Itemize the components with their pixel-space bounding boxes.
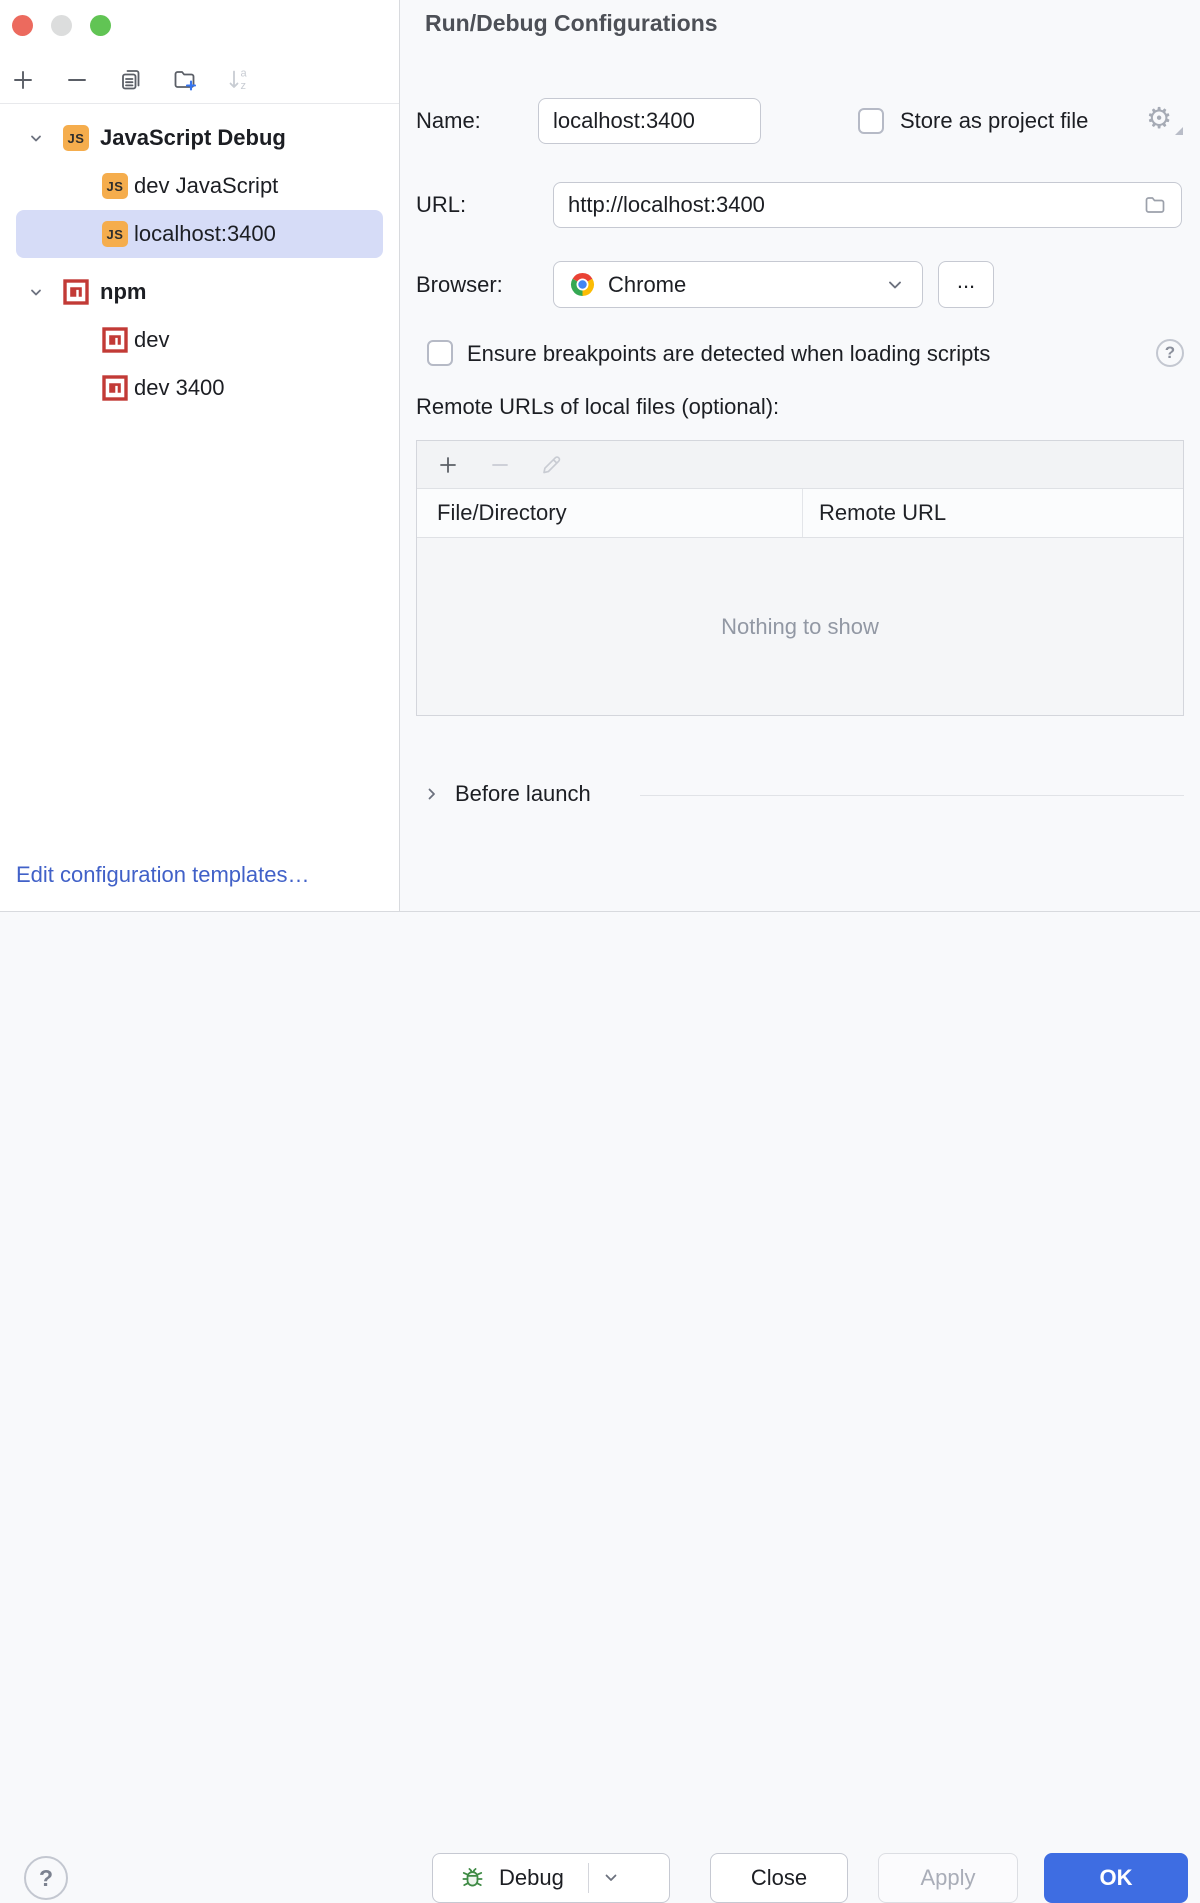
browser-selected-value: Chrome xyxy=(608,271,687,297)
chrome-icon xyxy=(570,272,595,297)
name-input[interactable] xyxy=(539,99,760,143)
browser-more-button[interactable]: ... xyxy=(938,261,994,308)
remote-urls-label: Remote URLs of local files (optional): xyxy=(416,394,780,419)
new-folder-icon[interactable] xyxy=(170,65,200,95)
before-launch-section[interactable]: Before launch xyxy=(455,781,591,806)
svg-text:z: z xyxy=(241,80,247,92)
bug-icon xyxy=(459,1865,486,1892)
javascript-icon: JS xyxy=(102,221,128,247)
tree-item-label: JavaScript Debug xyxy=(100,125,286,150)
help-question-icon[interactable]: ? xyxy=(1156,339,1184,367)
tree-item-javascript-debug[interactable]: JS JavaScript Debug xyxy=(0,114,399,162)
browser-label: Browser: xyxy=(416,272,503,297)
tree-item-localhost-3400-selected[interactable]: JS localhost:3400 xyxy=(16,210,383,258)
ensure-breakpoints-checkbox[interactable] xyxy=(427,340,453,366)
chevron-down-icon[interactable] xyxy=(27,283,45,301)
folder-browse-icon[interactable] xyxy=(1143,193,1167,217)
column-header-file-directory: File/Directory xyxy=(417,489,803,537)
column-header-remote-url: Remote URL xyxy=(819,500,947,525)
tree-item-label: npm xyxy=(100,279,147,304)
tree-item-label: dev xyxy=(134,327,170,352)
svg-text:a: a xyxy=(241,68,248,80)
npm-icon xyxy=(63,279,89,305)
name-label: Name: xyxy=(416,108,481,133)
table-toolbar xyxy=(417,441,1183,489)
chevron-down-icon xyxy=(884,274,906,296)
window-minimize-button[interactable] xyxy=(51,15,72,36)
copy-configuration-icon[interactable] xyxy=(116,65,146,95)
window-zoom-button[interactable] xyxy=(90,15,111,36)
browser-select[interactable]: Chrome xyxy=(553,261,923,308)
window-close-button[interactable] xyxy=(12,15,33,36)
npm-icon xyxy=(102,327,128,353)
add-configuration-icon[interactable] xyxy=(8,65,38,95)
remote-urls-table: File/Directory Remote URL Nothing to sho… xyxy=(416,440,1184,716)
apply-button: Apply xyxy=(878,1853,1018,1903)
edit-configuration-templates-link[interactable]: Edit configuration templates… xyxy=(16,862,310,887)
store-as-project-file-checkbox[interactable] xyxy=(858,108,884,134)
ok-button[interactable]: OK xyxy=(1044,1853,1188,1903)
gear-icon[interactable]: ⚙ xyxy=(1146,102,1183,136)
store-as-project-file-label: Store as project file xyxy=(900,108,1089,133)
dialog-title: Run/Debug Configurations xyxy=(425,10,718,36)
ensure-breakpoints-label: Ensure breakpoints are detected when loa… xyxy=(467,341,991,366)
javascript-icon: JS xyxy=(102,173,128,199)
chevron-down-icon[interactable] xyxy=(589,1868,633,1888)
help-button[interactable]: ? xyxy=(24,1856,68,1900)
debug-button-label: Debug xyxy=(499,1865,564,1890)
table-empty-state: Nothing to show xyxy=(417,538,1183,715)
tree-item-label: localhost:3400 xyxy=(134,221,276,246)
chevron-down-icon[interactable] xyxy=(27,129,45,147)
empty-state-text: Nothing to show xyxy=(721,613,879,639)
dialog-footer: ? Debug Close Apply OK xyxy=(0,911,1200,1903)
configurations-tree: JS JavaScript Debug JS dev JavaScript JS… xyxy=(0,114,399,412)
remove-configuration-icon[interactable] xyxy=(62,65,92,95)
tree-item-label: dev JavaScript xyxy=(134,173,279,198)
tree-item-dev-javascript[interactable]: JS dev JavaScript xyxy=(0,162,399,210)
tree-item-npm[interactable]: npm xyxy=(0,268,399,316)
edit-pencil-icon xyxy=(539,452,565,478)
url-label: URL: xyxy=(416,192,467,217)
url-input[interactable] xyxy=(554,183,1143,227)
debug-split-button[interactable]: Debug xyxy=(432,1853,670,1903)
javascript-icon: JS xyxy=(63,125,89,151)
npm-icon xyxy=(102,375,128,401)
chevron-right-icon[interactable] xyxy=(423,785,441,803)
close-button[interactable]: Close xyxy=(710,1853,848,1903)
table-header-row: File/Directory Remote URL xyxy=(417,489,1183,538)
remove-row-icon xyxy=(487,452,513,478)
tree-item-label: dev 3400 xyxy=(134,375,225,400)
tree-item-dev-3400[interactable]: dev 3400 xyxy=(0,364,399,412)
section-divider xyxy=(640,795,1184,796)
add-row-icon[interactable] xyxy=(435,452,461,478)
url-input-box xyxy=(553,182,1182,228)
tree-item-dev[interactable]: dev xyxy=(0,316,399,364)
name-input-box xyxy=(538,98,761,144)
